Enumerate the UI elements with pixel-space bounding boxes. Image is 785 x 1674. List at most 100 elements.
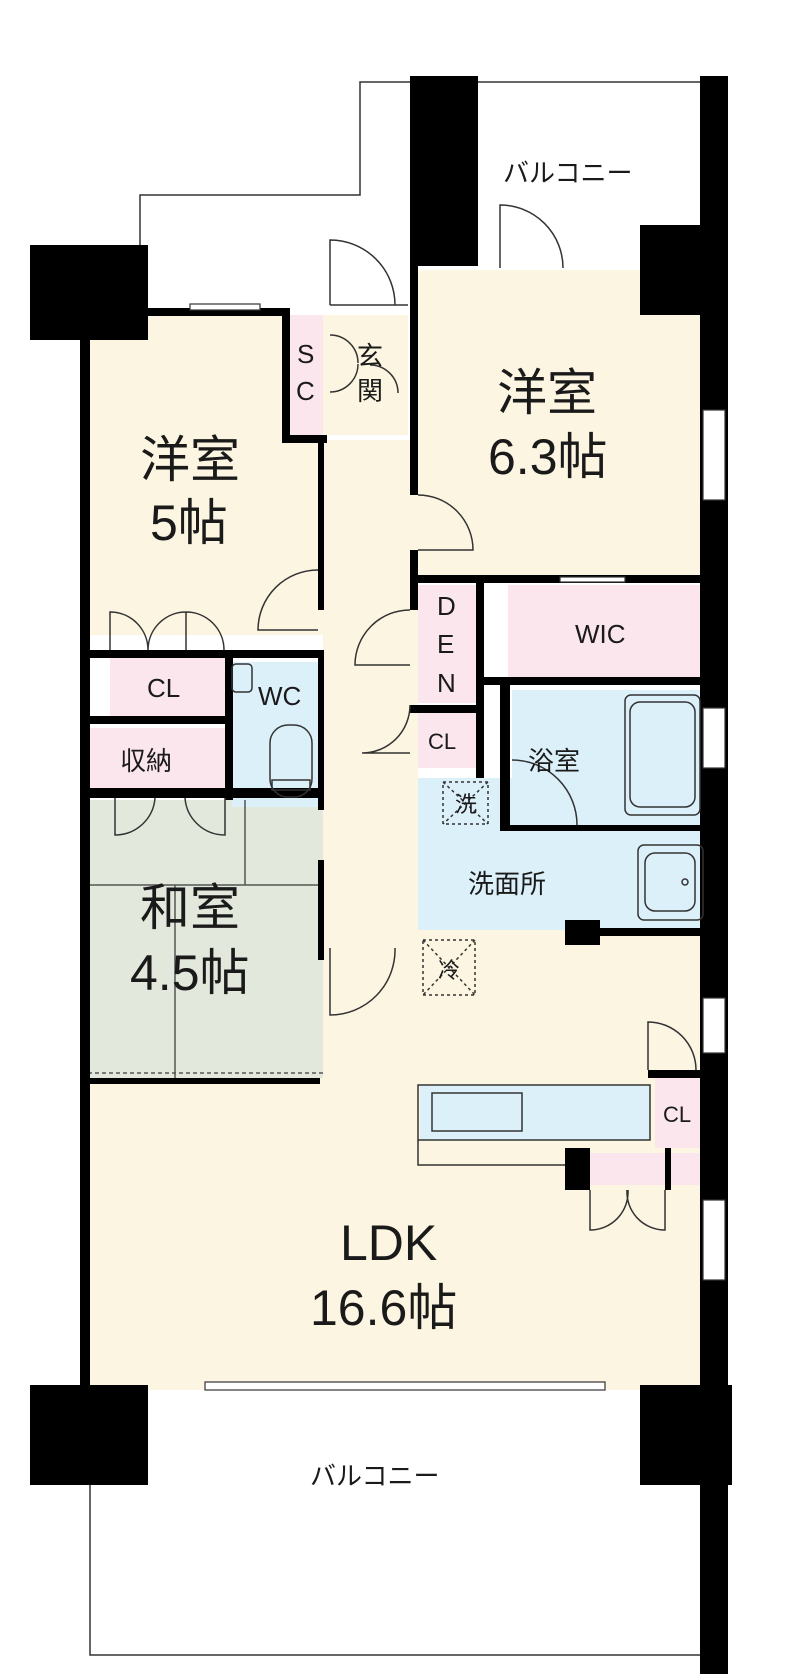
- wc-label: WC: [258, 681, 301, 711]
- corridor-floor: [323, 440, 418, 940]
- wc-floor: [232, 662, 322, 807]
- storage-doors[interactable]: [114, 797, 226, 836]
- wall-japanese-bottom: [80, 1078, 320, 1084]
- wall-left-edge: [80, 310, 90, 1400]
- wall-bath-left: [500, 685, 510, 830]
- wall-den-right: [476, 583, 484, 778]
- storage-floor: [88, 728, 225, 788]
- western-room-right-size: 6.3帖: [488, 429, 608, 485]
- washer-label: 洗: [455, 792, 477, 817]
- wall-cl-mid: [80, 716, 230, 724]
- entrance-door[interactable]: [329, 239, 396, 306]
- kitchen-counter: [417, 1084, 651, 1141]
- sc-doors[interactable]: [329, 334, 399, 394]
- room-fills: [88, 270, 708, 1390]
- wc-sink: [231, 663, 253, 693]
- storage-label: 収納: [120, 746, 172, 776]
- column-top-right: [640, 225, 710, 315]
- washroom-label: 洗面所: [468, 869, 546, 899]
- closet-left-doors[interactable]: [109, 611, 225, 651]
- kitchen-cabinet-doors[interactable]: [589, 1189, 666, 1231]
- den-label-3: N: [437, 668, 456, 698]
- western-room-right-name: 洋室: [497, 365, 597, 421]
- window-right-3: [702, 997, 726, 1054]
- fridge-space: [422, 939, 476, 996]
- balcony-top-label: バルコニー: [503, 158, 632, 188]
- fixtures: [231, 663, 704, 1166]
- den-label-1: D: [437, 591, 456, 621]
- entrance-label-1: 玄: [357, 341, 383, 371]
- japanese-room-floor: [88, 800, 323, 1078]
- ldk-size: 16.6帖: [310, 1280, 457, 1336]
- fridge-label: 冷: [438, 958, 460, 983]
- closet-kitchen-label: CL: [663, 1102, 691, 1127]
- wall-wc-left: [225, 650, 233, 800]
- window-right-2: [702, 707, 726, 769]
- windows: [189, 303, 726, 1391]
- washer-space: [442, 781, 489, 825]
- wic-label: WIC: [575, 619, 626, 649]
- corridor-door[interactable]: [354, 609, 411, 666]
- wall-washroom-box: [565, 920, 600, 945]
- entrance-floor: [323, 315, 408, 435]
- den-door[interactable]: [361, 704, 411, 754]
- entrance-label-2: 関: [357, 376, 383, 406]
- window-bottom: [204, 1381, 606, 1391]
- wall-corridor-left-2: [318, 650, 324, 810]
- window-left-top: [189, 303, 261, 311]
- den-label-2: E: [437, 629, 454, 659]
- tatami-lines: [88, 800, 323, 1078]
- japanese-room-size: 4.5帖: [130, 945, 250, 1001]
- shoe-closet-label-2: C: [296, 376, 315, 406]
- wall-corridor-left-3: [318, 860, 324, 960]
- wall-left-room-top: [88, 308, 288, 316]
- wall-stair: [410, 76, 478, 266]
- window-wic: [559, 576, 626, 583]
- western-room-left-size: 5帖: [150, 495, 228, 551]
- japanese-room-name: 和室: [140, 880, 240, 936]
- shoe-closet-floor: [290, 315, 323, 435]
- western-room-right-floor: [418, 270, 708, 575]
- wall-kitchen-right: [665, 1148, 671, 1190]
- right-room-door[interactable]: [417, 494, 474, 551]
- balcony-bottom-label: バルコニー: [310, 1461, 439, 1491]
- washbasin: [637, 844, 704, 921]
- shoe-closet-label-1: S: [297, 339, 314, 369]
- kitchen-closet-door[interactable]: [647, 1021, 697, 1071]
- balcony-door-top[interactable]: [499, 204, 564, 269]
- wall-cl-top: [80, 650, 320, 658]
- wall-corridor-left: [318, 435, 324, 610]
- ldk-door[interactable]: [329, 947, 396, 1016]
- wall-kitchen-block: [565, 1148, 590, 1190]
- wall-right-edge: [700, 76, 728, 1674]
- column-bottom-left: [30, 1385, 148, 1485]
- window-right-1: [702, 409, 726, 501]
- wall-cl-kitchen: [648, 1070, 708, 1078]
- closet-left-floor: [110, 658, 225, 716]
- wall-sc-left: [282, 308, 290, 443]
- closet-left-label: CL: [147, 673, 180, 703]
- bath-door[interactable]: [511, 759, 578, 826]
- toilet: [269, 724, 313, 798]
- wall-bath-bottom: [500, 825, 708, 831]
- window-right-4: [702, 1199, 726, 1281]
- wall-sc-bottom: [282, 435, 327, 443]
- doors: [109, 204, 697, 1231]
- wall-storage-bottom: [80, 788, 320, 798]
- left-room-door[interactable]: [257, 569, 319, 631]
- labels: バルコニー バルコニー 洋室 5帖 洋室 6.3帖 和室 4.5帖 LDK 16…: [120, 158, 691, 1491]
- bath-label: 浴室: [528, 746, 580, 776]
- ldk-name: LDK: [340, 1215, 437, 1271]
- bathtub: [624, 694, 701, 816]
- closet-kitchen-floor: [655, 1078, 705, 1148]
- kitchen-cabinet-floor: [590, 1153, 665, 1185]
- walls: [30, 76, 732, 1674]
- wall-washroom-bottom: [600, 928, 708, 936]
- wic-floor: [508, 585, 708, 677]
- ldk-floor: [88, 930, 708, 1390]
- wall-cl-den: [410, 705, 480, 713]
- closet-den-floor: [418, 713, 476, 768]
- wall-right-room-left: [410, 265, 418, 495]
- den-floor: [418, 585, 476, 703]
